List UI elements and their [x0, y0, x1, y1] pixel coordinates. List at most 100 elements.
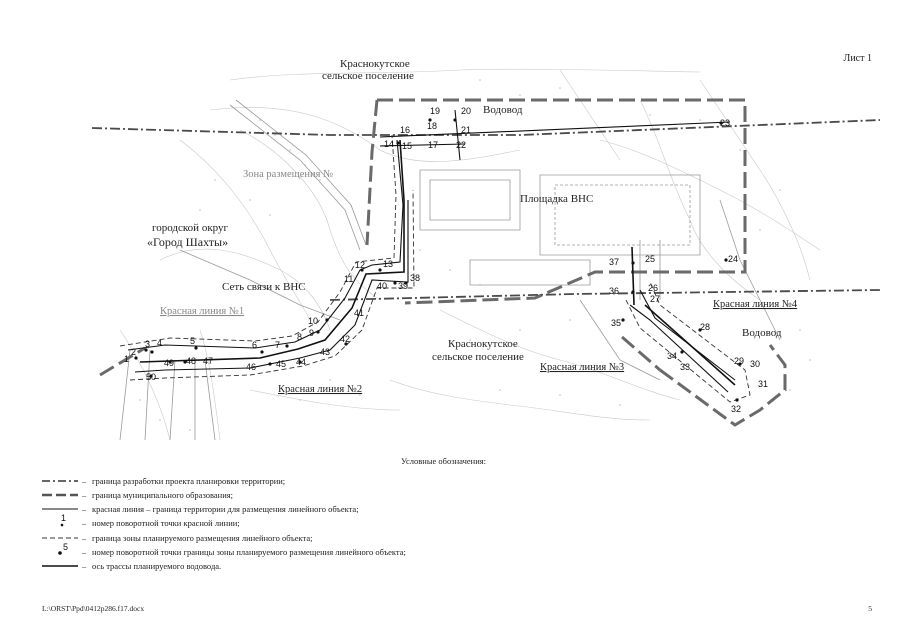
- label-krasnokutskoe-bottom-line2: сельское поселение: [432, 351, 524, 363]
- svg-text:5: 5: [63, 542, 68, 552]
- legend-row-zone-point: 5 – номер поворотной точки границы зоны …: [58, 542, 406, 557]
- point-48: 48: [186, 356, 196, 366]
- point-47: 47: [203, 356, 213, 366]
- point-40: 40: [377, 281, 387, 291]
- roads-and-structures: [119, 99, 781, 441]
- municipal-boundary: [99, 98, 787, 427]
- legend-dash-4: –: [81, 518, 87, 528]
- point-27: 27: [650, 294, 660, 304]
- point-44: 44: [296, 357, 306, 367]
- point-5: 5: [190, 336, 195, 346]
- legend-text-6: номер поворотной точки границы зоны план…: [92, 547, 406, 557]
- label-krasnaya-liniya-3: Красная линия №3: [540, 362, 624, 373]
- legend-text-5: граница зоны планируемого размещения лин…: [92, 533, 312, 543]
- label-krasnaya-liniya-4: Красная линия №4: [713, 299, 798, 310]
- point-45: 45: [276, 359, 286, 369]
- point-11: 11: [344, 274, 353, 284]
- point-30: 30: [750, 359, 760, 369]
- legend-title: Условные обозначения:: [401, 456, 486, 466]
- point-22: 22: [456, 140, 466, 150]
- turn-point-markers: [134, 118, 742, 402]
- legend-dash-2: –: [81, 490, 87, 500]
- map-stipple-texture: [139, 79, 811, 431]
- point-10: 10: [308, 316, 318, 326]
- point-41: 41: [354, 308, 364, 318]
- point-20: 20: [461, 106, 471, 116]
- legend-row-red-line: – красная линия – граница территории для…: [42, 504, 359, 514]
- sheet-number-label: Лист 1: [843, 53, 872, 64]
- svg-text:1: 1: [61, 513, 66, 523]
- point-18: 18: [427, 121, 437, 131]
- label-krasnokutskoe-top-line1: Краснокутское: [340, 58, 410, 70]
- legend-row-project-boundary: – граница разработки проекта планировки …: [42, 476, 285, 486]
- point-43: 43: [320, 347, 330, 357]
- point-8: 8: [297, 332, 302, 342]
- label-krasnokutskoe-bottom-line1: Краснокутское: [448, 338, 518, 350]
- point-38: 38: [410, 273, 420, 283]
- point-17: 17: [428, 140, 438, 150]
- point-15: 15: [402, 141, 412, 151]
- point-24: 24: [728, 254, 738, 264]
- legend-text-2: граница муниципального образования;: [92, 490, 233, 500]
- point-21: 21: [461, 125, 471, 135]
- red-lines: [127, 109, 736, 393]
- point-25: 25: [645, 254, 655, 264]
- legend: Условные обозначения: – граница разработ…: [42, 456, 486, 571]
- point-4: 4: [157, 338, 162, 348]
- label-krasnaya-liniya-2: Красная линия №2: [278, 384, 362, 395]
- map-labels: Краснокутское сельское поселение Водовод…: [147, 58, 798, 395]
- label-krasnaya-liniya-1: Красная линия №1: [160, 306, 244, 317]
- point-29: 29: [734, 356, 744, 366]
- legend-dash-6: –: [81, 547, 87, 557]
- project-boundary: [91, 119, 881, 301]
- point-46: 46: [246, 362, 256, 372]
- point-12: 12: [355, 260, 365, 270]
- label-vodovod-right: Водовод: [742, 327, 782, 339]
- point-6: 6: [252, 340, 257, 350]
- point-14: 14: [384, 139, 394, 149]
- point-7: 7: [275, 340, 280, 350]
- legend-row-red-line-point: 1 – номер поворотной точки красной линии…: [60, 513, 240, 528]
- point-39: 39: [398, 281, 408, 291]
- placement-zone-boundary: [119, 134, 751, 403]
- legend-row-zone-boundary: – граница зоны планируемого размещения л…: [42, 533, 312, 543]
- label-gorodskoy-okrug: городской округ: [152, 222, 229, 234]
- point-3: 3: [145, 339, 150, 349]
- point-26: 26: [648, 283, 658, 293]
- point-13: 13: [383, 259, 393, 269]
- label-krasnokutskoe-top-line2: сельское поселение: [322, 70, 414, 82]
- legend-text-7: ось трассы планируемого водовода.: [92, 561, 221, 571]
- point-37: 37: [609, 257, 619, 267]
- legend-text-4: номер поворотной точки красной линии;: [92, 518, 240, 528]
- legend-row-pipeline-axis: – ось трассы планируемого водовода.: [42, 561, 221, 571]
- point-28: 28: [700, 322, 710, 332]
- topographic-background: [119, 68, 821, 441]
- footer-page-number: 5: [868, 604, 872, 613]
- point-23: 23: [720, 118, 730, 128]
- label-zona-razmeshcheniya: Зона размещения №: [243, 169, 333, 180]
- label-gorod-shakhty: «Город Шахты»: [147, 235, 228, 249]
- point-49: 49: [164, 358, 174, 368]
- legend-dash-1: –: [81, 476, 87, 486]
- legend-text-1: граница разработки проекта планировки те…: [92, 476, 285, 486]
- water-pipeline-axis: [139, 139, 736, 386]
- legend-dash-5: –: [81, 533, 87, 543]
- point-42: 42: [340, 334, 350, 344]
- point-35: 35: [611, 318, 621, 328]
- turn-point-numbers: 1 2 3 4 5 6 7 8 9 10 11 12 13 14 15 16 1…: [124, 106, 768, 414]
- point-2: 2: [131, 347, 136, 357]
- point-9: 9: [309, 328, 314, 338]
- legend-dash-7: –: [81, 561, 87, 571]
- label-ploshchadka-vns: Площадка ВНС: [520, 193, 593, 205]
- point-50: 50: [146, 372, 156, 382]
- point-19: 19: [430, 106, 440, 116]
- label-set-svyazi: Сеть связи к ВНС: [222, 281, 306, 293]
- point-31: 31: [758, 379, 768, 389]
- point-33: 33: [680, 362, 690, 372]
- label-vodovod-top: Водовод: [483, 104, 523, 116]
- legend-row-municipal-boundary: – граница муниципального образования;: [42, 490, 233, 500]
- point-1: 1: [124, 354, 129, 364]
- legend-text-3: красная линия – граница территории для р…: [92, 504, 359, 514]
- point-34: 34: [667, 351, 677, 361]
